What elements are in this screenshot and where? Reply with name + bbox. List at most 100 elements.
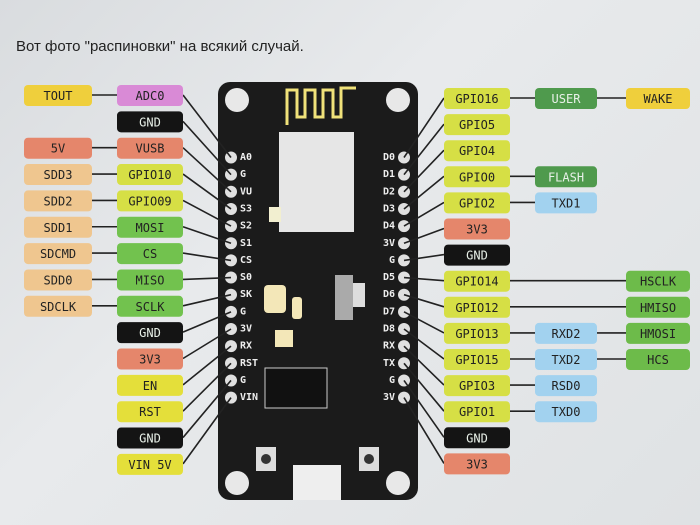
pin-label-left: VIN bbox=[240, 392, 258, 403]
left-func-label: ADC0 bbox=[117, 85, 183, 106]
esp-module-shield bbox=[279, 132, 354, 232]
pin-label-left: S0 bbox=[240, 272, 252, 283]
pin-label-right: 3V bbox=[383, 238, 395, 249]
left-func-label-bg bbox=[117, 322, 183, 344]
connector-line bbox=[182, 293, 232, 307]
left-alt-label: SDCMD bbox=[24, 243, 92, 265]
right-func-label-text: RXD2 bbox=[552, 327, 581, 341]
connector-line bbox=[182, 311, 232, 333]
right-gpio-label: GPIO5 bbox=[444, 114, 510, 136]
left-func-label-bg bbox=[117, 164, 183, 186]
right-gpio-label-text: GPIO12 bbox=[455, 301, 498, 315]
left-alt-label-bg bbox=[24, 216, 92, 238]
right-gpio-label-text: GND bbox=[466, 249, 488, 263]
right-gpio-label-text: GPIO0 bbox=[459, 170, 495, 184]
right-func-label: TXD0 bbox=[535, 401, 597, 423]
right-gpio-label: GPIO0 bbox=[444, 166, 510, 188]
pin-label-left: S2 bbox=[240, 221, 252, 232]
right-hspi-label: HMISO bbox=[626, 296, 690, 318]
left-func-label-text: GND bbox=[139, 432, 161, 446]
left-func-label-text: VIN 5V bbox=[128, 458, 171, 472]
connector-line bbox=[182, 225, 232, 245]
left-func-label-text: GPIO10 bbox=[128, 168, 171, 182]
left-alt-label-bg bbox=[24, 295, 92, 317]
left-func-label: EN bbox=[117, 374, 183, 396]
right-func-label-bg bbox=[535, 322, 597, 344]
left-alt-label-text: SDCMD bbox=[40, 247, 76, 261]
right-gpio-label-bg bbox=[444, 140, 510, 162]
pin-label-right: D7 bbox=[383, 306, 395, 317]
pin-label-right: RX bbox=[383, 341, 395, 352]
right-func-label-text: RSD0 bbox=[552, 379, 581, 393]
connector-line bbox=[182, 147, 232, 193]
right-func-label-text: TXD0 bbox=[552, 405, 581, 419]
left-func-label: RST bbox=[117, 401, 183, 423]
right-gpio-label: GPIO12 bbox=[444, 296, 510, 318]
connector-line bbox=[182, 362, 232, 412]
left-alt-label-text: 5V bbox=[51, 142, 65, 156]
right-gpio-label-bg bbox=[444, 401, 510, 423]
pin-label-left: SK bbox=[240, 289, 252, 300]
left-func-label-bg bbox=[117, 269, 183, 291]
left-func-label-text: ADC0 bbox=[136, 89, 165, 103]
right-gpio-label-text: GPIO13 bbox=[455, 327, 498, 341]
connector-line bbox=[182, 345, 232, 386]
right-gpio-label-bg bbox=[444, 88, 510, 109]
pin-label-left: RST bbox=[240, 358, 258, 369]
connector-line bbox=[182, 94, 232, 158]
left-alt-label: SDCLK bbox=[24, 295, 92, 317]
connector-line bbox=[403, 293, 445, 308]
right-gpio-label-bg bbox=[444, 270, 510, 292]
connector-line bbox=[403, 379, 445, 438]
right-hspi-label: HSCLK bbox=[626, 270, 690, 292]
pin-label-right: TX bbox=[383, 358, 395, 369]
connector-line bbox=[403, 97, 445, 158]
left-func-label-bg bbox=[117, 401, 183, 423]
smd-component bbox=[269, 207, 281, 222]
right-gpio-label: 3V3 bbox=[444, 218, 510, 240]
left-alt-label: SDD1 bbox=[24, 216, 92, 238]
right-gpio-label-bg bbox=[444, 375, 510, 397]
right-gpio-label-bg bbox=[444, 244, 510, 266]
left-alt-label: TOUT bbox=[24, 85, 92, 106]
left-func-label: VIN 5V bbox=[117, 453, 183, 475]
right-func-label-bg bbox=[535, 166, 597, 188]
connector-line bbox=[403, 123, 445, 176]
left-func-label-text: CS bbox=[143, 247, 157, 261]
right-func-label-text: USER bbox=[552, 92, 582, 106]
right-func-label: TXD2 bbox=[535, 349, 597, 370]
right-gpio-label-bg bbox=[444, 427, 510, 449]
pin-label-right: G bbox=[389, 255, 395, 266]
pin-label-right: D2 bbox=[383, 186, 395, 197]
connector-line bbox=[403, 253, 445, 262]
pin-label-left: VU bbox=[240, 186, 252, 197]
left-func-label-text: SCLK bbox=[136, 300, 166, 314]
left-func-label: GND bbox=[117, 427, 183, 449]
right-gpio-label: GPIO4 bbox=[444, 140, 510, 162]
right-gpio-label-bg bbox=[444, 296, 510, 318]
right-gpio-label: GPIO15 bbox=[444, 349, 510, 370]
micro-usb-port bbox=[293, 465, 341, 500]
right-gpio-label-text: 3V3 bbox=[466, 223, 488, 237]
pin-label-right: D0 bbox=[383, 152, 395, 163]
voltage-regulator bbox=[335, 275, 353, 320]
wifi-antenna-icon bbox=[285, 86, 356, 125]
left-func-label-text: 3V3 bbox=[139, 353, 161, 367]
capacitor bbox=[264, 285, 286, 313]
right-hspi-label: HCS bbox=[626, 349, 690, 370]
left-alt-label-bg bbox=[24, 243, 92, 265]
pin-label-left: G bbox=[240, 169, 246, 180]
right-hspi-label-bg bbox=[626, 88, 690, 109]
pin-label-right: D3 bbox=[383, 203, 395, 214]
left-alt-label-bg bbox=[24, 190, 92, 212]
right-gpio-label: GPIO3 bbox=[444, 375, 510, 397]
left-alt-label: SDD0 bbox=[24, 269, 92, 291]
pin-label-left: 3V bbox=[240, 324, 252, 335]
left-func-label-text: GND bbox=[139, 326, 161, 340]
left-alt-label-text: SDD1 bbox=[44, 221, 73, 235]
mounting-hole bbox=[386, 471, 410, 495]
right-gpio-label: 3V3 bbox=[444, 453, 510, 475]
right-gpio-label-text: GPIO16 bbox=[455, 92, 498, 106]
connector-line bbox=[403, 227, 445, 245]
left-func-label: CS bbox=[117, 243, 183, 265]
